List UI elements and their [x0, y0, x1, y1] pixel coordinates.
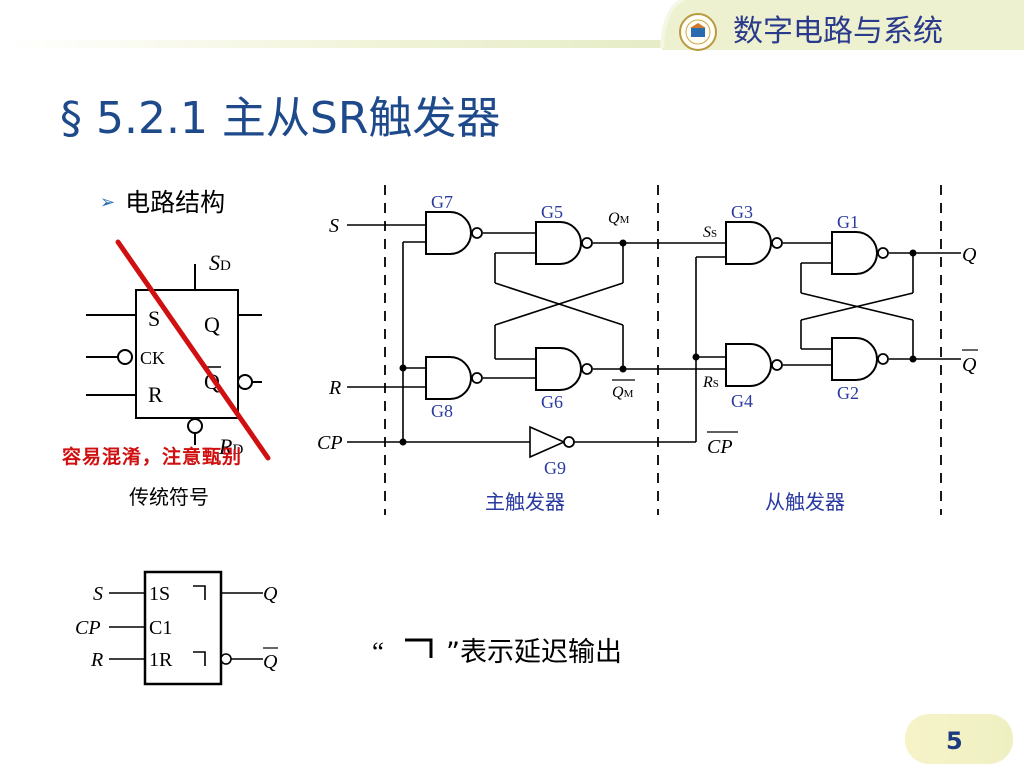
gate-g2-label: G2 — [837, 383, 859, 403]
gate-g6-label: G6 — [541, 392, 563, 412]
warning-text: 容易混淆，注意甄别 — [62, 446, 243, 468]
ieee-input-s: S — [93, 583, 103, 605]
delay-output-icon — [404, 638, 433, 658]
legacy-q-label: Q — [204, 312, 220, 337]
circuit-input-cp: CP — [317, 432, 343, 454]
slave-flipflop-label: 从触发器 — [765, 490, 845, 514]
delay-note-text: ”表示延迟输出 — [445, 637, 622, 668]
circuit-rs-label: RS — [702, 374, 719, 391]
master-slave-circuit: S R CP QM QM SS RS CP Q Q G7 G5 G3 G1 G8… — [317, 185, 978, 515]
legacy-rd-label: RD — [218, 434, 243, 459]
circuit-cpbar-label: CP — [707, 436, 733, 458]
circuit-qmbar-label: QM — [612, 384, 634, 401]
ieee-input-r: R — [90, 649, 103, 671]
page-number: 5 — [946, 727, 963, 755]
gate-g8-label: G8 — [431, 401, 453, 421]
strike-through-line — [115, 239, 271, 461]
gate-g5-label: G5 — [541, 202, 563, 222]
legacy-sd-label: SD — [209, 250, 231, 275]
circuit-output-q: Q — [962, 244, 977, 266]
gate-g1-label: G1 — [837, 212, 859, 232]
bullet-circuit-structure: ➢ 电路结构 — [100, 183, 225, 219]
gate-g9-label: G9 — [544, 458, 566, 478]
delay-open-quote: “ — [372, 637, 384, 667]
legacy-s-label: S — [148, 306, 160, 331]
ieee-flipflop-symbol: S CP R 1S C1 1R Q Q — [75, 570, 278, 686]
ieee-output-q: Q — [263, 583, 278, 605]
gate-g4-label: G4 — [731, 391, 753, 411]
circuit-input-r: R — [328, 377, 341, 399]
legacy-flipflop-symbol: SD S Q CK Q R RD — [86, 239, 271, 461]
ieee-input-cp: CP — [75, 617, 101, 639]
legacy-ck-label: CK — [140, 348, 165, 368]
bullet-label: 电路结构 — [125, 188, 226, 217]
legacy-caption: 传统符号 — [129, 485, 209, 509]
slide-title: § 5.2.1 主从SR触发器 — [60, 93, 501, 144]
circuit-output-qbar: Q — [962, 354, 977, 376]
ieee-pin-1r: 1R — [149, 649, 173, 671]
header-bar — [0, 0, 1024, 50]
gate-g3-label: G3 — [731, 202, 753, 222]
legacy-r-label: R — [148, 382, 163, 407]
ieee-pin-1s: 1S — [149, 583, 170, 605]
bullet-arrow-icon: ➢ — [100, 192, 116, 213]
page-number-badge — [905, 714, 1013, 764]
circuit-input-s: S — [329, 215, 339, 237]
circuit-qm-label: QM — [608, 210, 630, 227]
gate-g7-label: G7 — [431, 192, 453, 212]
university-seal-icon — [679, 13, 717, 51]
delay-note: “ ”表示延迟输出 — [372, 630, 622, 669]
course-title: 数字电路与系统 — [733, 14, 943, 49]
ieee-pin-c1: C1 — [149, 617, 172, 639]
ieee-output-qbar: Q — [263, 651, 278, 673]
circuit-ss-label: SS — [703, 224, 717, 241]
master-flipflop-label: 主触发器 — [485, 490, 565, 514]
